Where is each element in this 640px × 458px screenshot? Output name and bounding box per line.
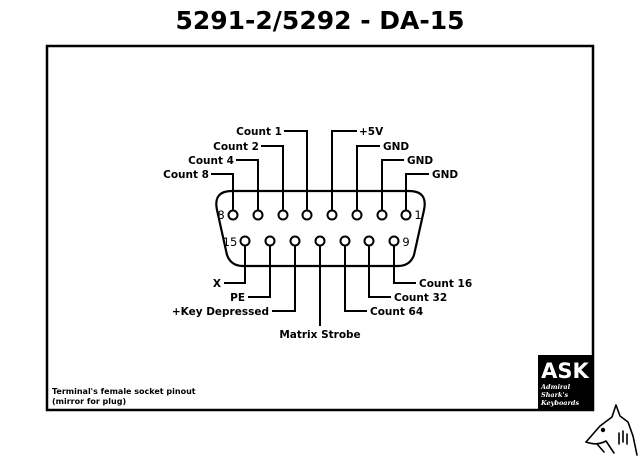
wire-pin15	[224, 241, 246, 284]
footnote-line2: (mirror for plug)	[52, 397, 126, 406]
signal-label-pin3: GND	[383, 141, 409, 153]
signal-label-pin1: GND	[432, 169, 458, 181]
shark-mascot-icon	[585, 404, 638, 456]
signal-label-pin6: Count 2	[213, 141, 259, 153]
pins	[227, 209, 412, 247]
pin-number-8: 8	[217, 208, 224, 222]
wire-pin4	[331, 130, 357, 215]
wire-pin2	[381, 159, 404, 215]
pin-11	[339, 235, 351, 247]
pin-10	[363, 235, 375, 247]
wire-pin13	[272, 241, 296, 312]
pin-12	[314, 235, 326, 247]
pin-9	[388, 235, 400, 247]
pin-5	[301, 209, 313, 221]
signal-label-pin13: +Key Depressed	[172, 306, 269, 318]
wire-pin3	[356, 145, 380, 215]
signal-label-pin4: +5V	[359, 126, 384, 138]
pin-15	[239, 235, 251, 247]
pin-number-15: 15	[223, 235, 238, 249]
signal-label-pin9: Count 16	[419, 278, 472, 290]
pin-3	[351, 209, 363, 221]
wires	[211, 130, 429, 326]
logo-line1: Admiral	[540, 383, 571, 391]
signal-label-pin2: GND	[407, 155, 433, 167]
signal-label-pin14: PE	[230, 292, 245, 304]
wire-pin10	[368, 241, 391, 298]
pin-number-9: 9	[402, 235, 409, 249]
wire-pin14	[248, 241, 271, 298]
pin-13	[289, 235, 301, 247]
wire-pin9	[393, 241, 416, 284]
wire-pin7	[236, 159, 259, 215]
diagram-frame	[45, 44, 595, 412]
pin-2	[376, 209, 388, 221]
signal-label-pin15: X	[213, 278, 221, 290]
pin-number-1: 1	[414, 208, 421, 222]
pin-14	[264, 235, 276, 247]
pin-6	[277, 209, 289, 221]
signal-label-pin5: Count 1	[236, 126, 282, 138]
diagram-title: 5291-2/5292 - DA-15	[175, 6, 465, 35]
wire-pin5	[284, 130, 308, 215]
signal-label-pin10: Count 32	[394, 292, 447, 304]
footnote-line1: Terminal's female socket pinout	[52, 387, 196, 396]
logo-line3: Keyboards	[540, 399, 579, 407]
logo-line2: Shark's	[541, 391, 569, 399]
signal-label-pin11: Count 64	[370, 306, 423, 318]
logo-ask-text: ASK	[541, 359, 589, 383]
wire-pin1	[405, 173, 429, 215]
wire-pin6	[261, 145, 284, 215]
logo-background	[538, 355, 593, 410]
signal-label-pin8: Count 8	[163, 169, 209, 181]
ask-logo: ASK Admiral Shark's Keyboards	[538, 355, 593, 410]
pin-7	[252, 209, 264, 221]
da15-connector-shell	[215, 189, 426, 268]
pin-4	[326, 209, 338, 221]
signal-label-pin7: Count 4	[188, 155, 234, 167]
wire-pin11	[344, 241, 367, 312]
wire-pin8	[211, 173, 234, 215]
pin-8	[227, 209, 239, 221]
signal-label-pin12: Matrix Strobe	[279, 329, 360, 341]
pin-1	[400, 209, 412, 221]
